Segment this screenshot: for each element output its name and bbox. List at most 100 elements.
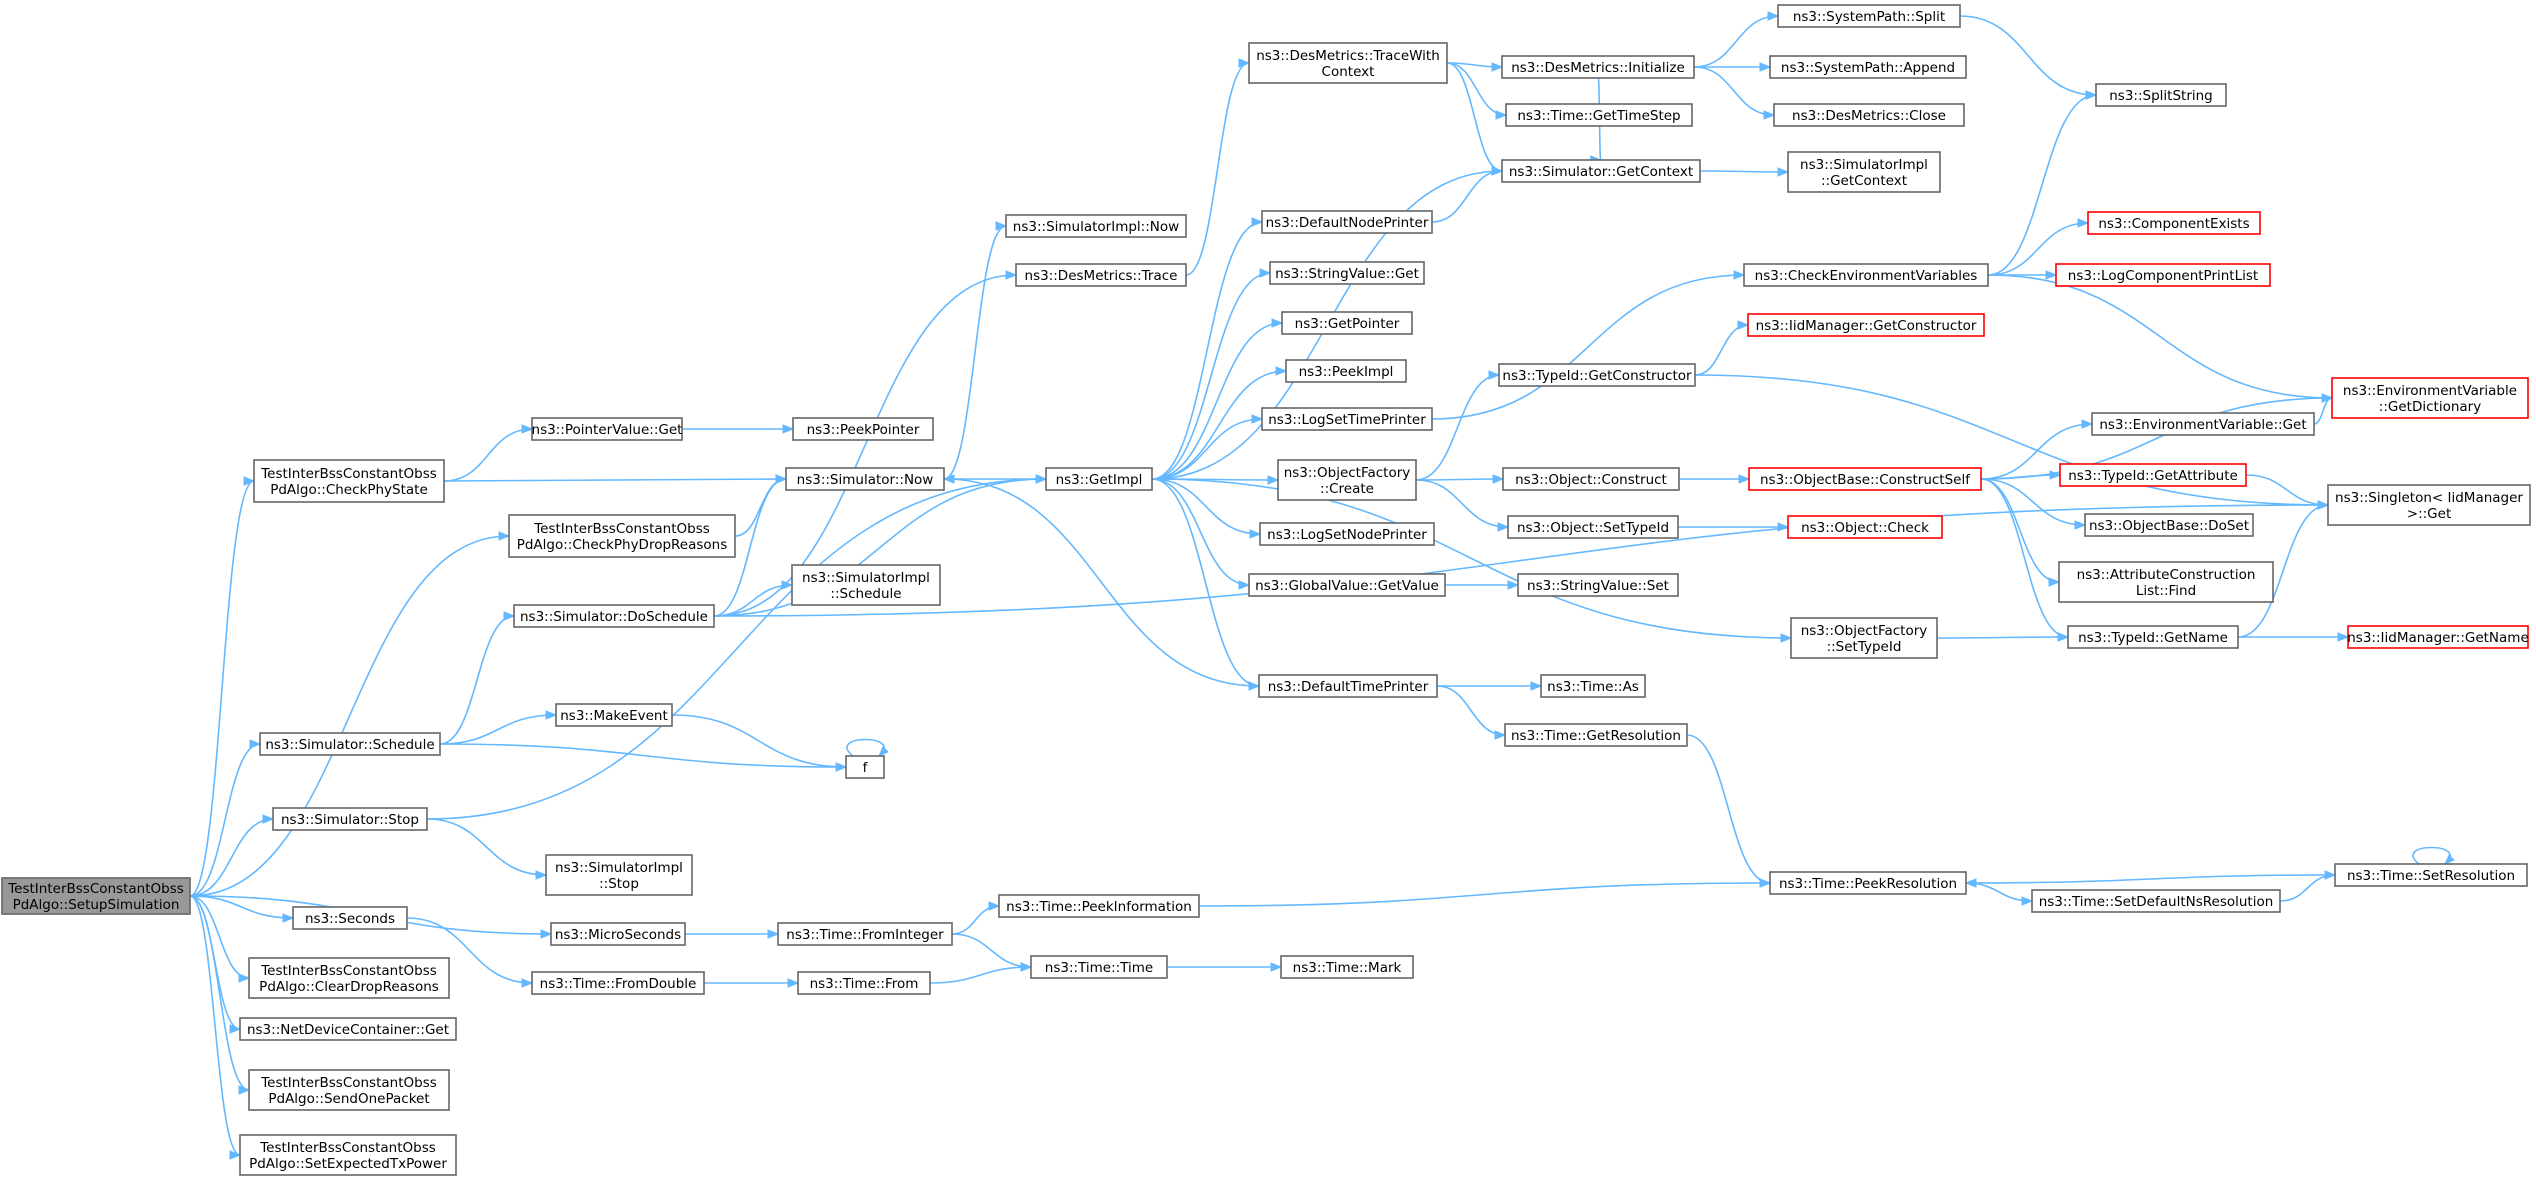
node-box xyxy=(2334,863,2528,887)
node-box xyxy=(797,971,931,995)
node-getTimeStep[interactable]: ns3::Time::GetTimeStep xyxy=(1505,103,1693,127)
node-objCheck[interactable]: ns3::Object::Check xyxy=(1787,515,1943,539)
node-svGet[interactable]: ns3::StringValue::Get xyxy=(1269,261,1425,285)
call-edge-line xyxy=(713,478,787,617)
node-checkEnv[interactable]: ns3::CheckEnvironmentVariables xyxy=(1743,263,1989,287)
node-simNow[interactable]: ns3::Simulator::Now xyxy=(785,467,945,491)
node-pvGet[interactable]: ns3::PointerValue::Get xyxy=(531,417,683,441)
arrowhead xyxy=(835,762,848,772)
node-defTimePrinter[interactable]: ns3::DefaultTimePrinter xyxy=(1258,674,1438,698)
node-iidGetCtor[interactable]: ns3::IidManager::GetConstructor xyxy=(1747,313,1985,337)
node-svSet[interactable]: ns3::StringValue::Set xyxy=(1517,573,1679,597)
call-edge-fromInteger-peekInfo xyxy=(951,901,1001,935)
call-edge-line xyxy=(1415,479,1509,528)
node-desTrace[interactable]: ns3::DesMetrics::Trace xyxy=(1015,263,1187,287)
node-ndcGet[interactable]: ns3::NetDeviceContainer::Get xyxy=(239,1017,457,1041)
node-simImplSchedule[interactable]: ns3::SimulatorImpl::Schedule xyxy=(791,564,941,606)
call-edge-desInit-desClose xyxy=(1693,66,1776,120)
self-call-edge xyxy=(846,738,886,757)
node-f[interactable]: f xyxy=(845,755,885,779)
node-typeIdGetCtor[interactable]: ns3::TypeId::GetConstructor xyxy=(1498,363,1696,387)
node-doSchedule[interactable]: ns3::Simulator::DoSchedule xyxy=(513,604,715,628)
node-label: ns3::ObjectFactory xyxy=(1801,623,1928,639)
node-logSetNode[interactable]: ns3::LogSetNodePrinter xyxy=(1259,522,1435,546)
node-sendOne[interactable]: TestInterBssConstantObssPdAlgo::SendOneP… xyxy=(248,1069,450,1111)
node-timeAs[interactable]: ns3::Time::As xyxy=(1540,674,1646,698)
node-makeEvent[interactable]: ns3::MakeEvent xyxy=(555,703,673,727)
node-label: PdAlgo::SetupSimulation xyxy=(13,897,180,913)
node-box xyxy=(1277,459,1417,501)
node-timeFrom[interactable]: ns3::Time::From xyxy=(797,971,931,995)
arrowhead xyxy=(1733,270,1746,280)
node-getImpl[interactable]: ns3::GetImpl xyxy=(1045,467,1153,491)
call-edge-line xyxy=(1431,274,1745,420)
node-objSetTypeId[interactable]: ns3::Object::SetTypeId xyxy=(1507,515,1679,539)
node-getResolution[interactable]: ns3::Time::GetResolution xyxy=(1504,723,1688,747)
node-box xyxy=(777,922,953,946)
node-label: ns3::Time::Mark xyxy=(1293,960,1402,976)
call-edge-line xyxy=(713,584,793,617)
node-peekImpl[interactable]: ns3::PeekImpl xyxy=(1285,359,1407,383)
node-label: ns3::Object::Check xyxy=(1801,520,1929,536)
node-spSplit[interactable]: ns3::SystemPath::Split xyxy=(1777,4,1961,28)
node-peekInfo[interactable]: ns3::Time::PeekInformation xyxy=(998,894,1200,918)
node-root[interactable]: TestInterBssConstantObssPdAlgo::SetupSim… xyxy=(1,877,191,915)
node-typeIdGetAttr[interactable]: ns3::TypeId::GetAttribute xyxy=(2059,463,2247,487)
node-spAppend[interactable]: ns3::SystemPath::Append xyxy=(1769,55,1967,79)
node-simGetCtx[interactable]: ns3::Simulator::GetContext xyxy=(1501,159,1701,183)
node-simSchedule[interactable]: ns3::Simulator::Schedule xyxy=(259,732,441,756)
arrowhead xyxy=(535,870,548,880)
node-peekResolution[interactable]: ns3::Time::PeekResolution xyxy=(1769,871,1967,895)
arrowhead xyxy=(1491,62,1504,72)
node-logCompPrintList[interactable]: ns3::LogComponentPrintList xyxy=(2055,263,2271,287)
node-simImplStop[interactable]: ns3::SimulatorImpl::Stop xyxy=(545,854,693,896)
node-componentExists[interactable]: ns3::ComponentExists xyxy=(2087,211,2261,235)
node-simImplNow[interactable]: ns3::SimulatorImpl::Now xyxy=(1005,214,1187,238)
node-ofCreate[interactable]: ns3::ObjectFactory::Create xyxy=(1277,459,1417,501)
node-box xyxy=(1769,871,1967,895)
node-splitString[interactable]: ns3::SplitString xyxy=(2095,83,2227,107)
node-desInit[interactable]: ns3::DesMetrics::Initialize xyxy=(1501,55,1695,79)
node-desClose[interactable]: ns3::DesMetrics::Close xyxy=(1773,103,1965,127)
node-getPointer[interactable]: ns3::GetPointer xyxy=(1281,311,1413,335)
call-edge-simGetCtx-simImplGetCtx xyxy=(1699,167,1790,177)
node-timeTime[interactable]: ns3::Time::Time xyxy=(1030,955,1168,979)
node-obConstructSelf[interactable]: ns3::ObjectBase::ConstructSelf xyxy=(1748,467,1982,491)
arrowhead xyxy=(498,531,511,541)
node-objConstruct[interactable]: ns3::Object::Construct xyxy=(1502,467,1680,491)
node-logSetTime[interactable]: ns3::LogSetTimePrinter xyxy=(1261,407,1433,431)
node-envVarGetDict[interactable]: ns3::EnvironmentVariable::GetDictionary xyxy=(2331,377,2529,419)
node-defNodePrinter[interactable]: ns3::DefaultNodePrinter xyxy=(1261,210,1433,234)
call-edge-typeIdGetCtor-iidGetCtor xyxy=(1694,320,1750,376)
call-edge-root-simStop xyxy=(189,814,275,897)
node-obDoSet[interactable]: ns3::ObjectBase::DoSet xyxy=(2084,513,2254,537)
node-ofSetTypeId[interactable]: ns3::ObjectFactory::SetTypeId xyxy=(1790,617,1938,659)
node-envVarGet[interactable]: ns3::EnvironmentVariable::Get xyxy=(2091,412,2315,436)
node-setResolution[interactable]: ns3::Time::SetResolution xyxy=(2334,863,2528,887)
node-singletonGet[interactable]: ns3::Singleton< IidManager>::Get xyxy=(2327,484,2531,526)
node-seconds[interactable]: ns3::Seconds xyxy=(292,906,408,930)
node-setDefaultNs[interactable]: ns3::Time::SetDefaultNsResolution xyxy=(2031,889,2281,913)
node-label: ns3::Time::GetResolution xyxy=(1511,728,1681,744)
node-timeMark[interactable]: ns3::Time::Mark xyxy=(1280,955,1414,979)
node-typeIdGetName[interactable]: ns3::TypeId::GetName xyxy=(2067,625,2239,649)
node-setExpected[interactable]: TestInterBssConstantObssPdAlgo::SetExpec… xyxy=(239,1134,457,1176)
node-clearDrop[interactable]: TestInterBssConstantObssPdAlgo::ClearDro… xyxy=(248,957,450,999)
node-fromInteger[interactable]: ns3::Time::FromInteger xyxy=(777,922,953,946)
node-checkPhyState[interactable]: TestInterBssConstantObssPdAlgo::CheckPhy… xyxy=(253,459,445,503)
node-label: ns3::Time::FromDouble xyxy=(540,976,697,992)
node-box xyxy=(545,854,693,896)
node-checkPhyDrop[interactable]: TestInterBssConstantObssPdAlgo::CheckPhy… xyxy=(508,514,736,558)
node-gvGetValue[interactable]: ns3::GlobalValue::GetValue xyxy=(1248,573,1446,597)
node-simImplGetCtx[interactable]: ns3::SimulatorImpl::GetContext xyxy=(1787,151,1941,193)
node-peekPointer[interactable]: ns3::PeekPointer xyxy=(792,417,934,441)
node-fromDouble[interactable]: ns3::Time::FromDouble xyxy=(531,971,705,995)
call-edge-line xyxy=(929,966,1032,984)
node-iidGetName[interactable]: ns3::IidManager::GetName xyxy=(2347,625,2529,649)
arrowhead xyxy=(1763,110,1776,120)
node-simStop[interactable]: ns3::Simulator::Stop xyxy=(272,807,428,831)
arrowhead xyxy=(1270,962,1283,972)
node-microSeconds[interactable]: ns3::MicroSeconds xyxy=(550,922,686,946)
